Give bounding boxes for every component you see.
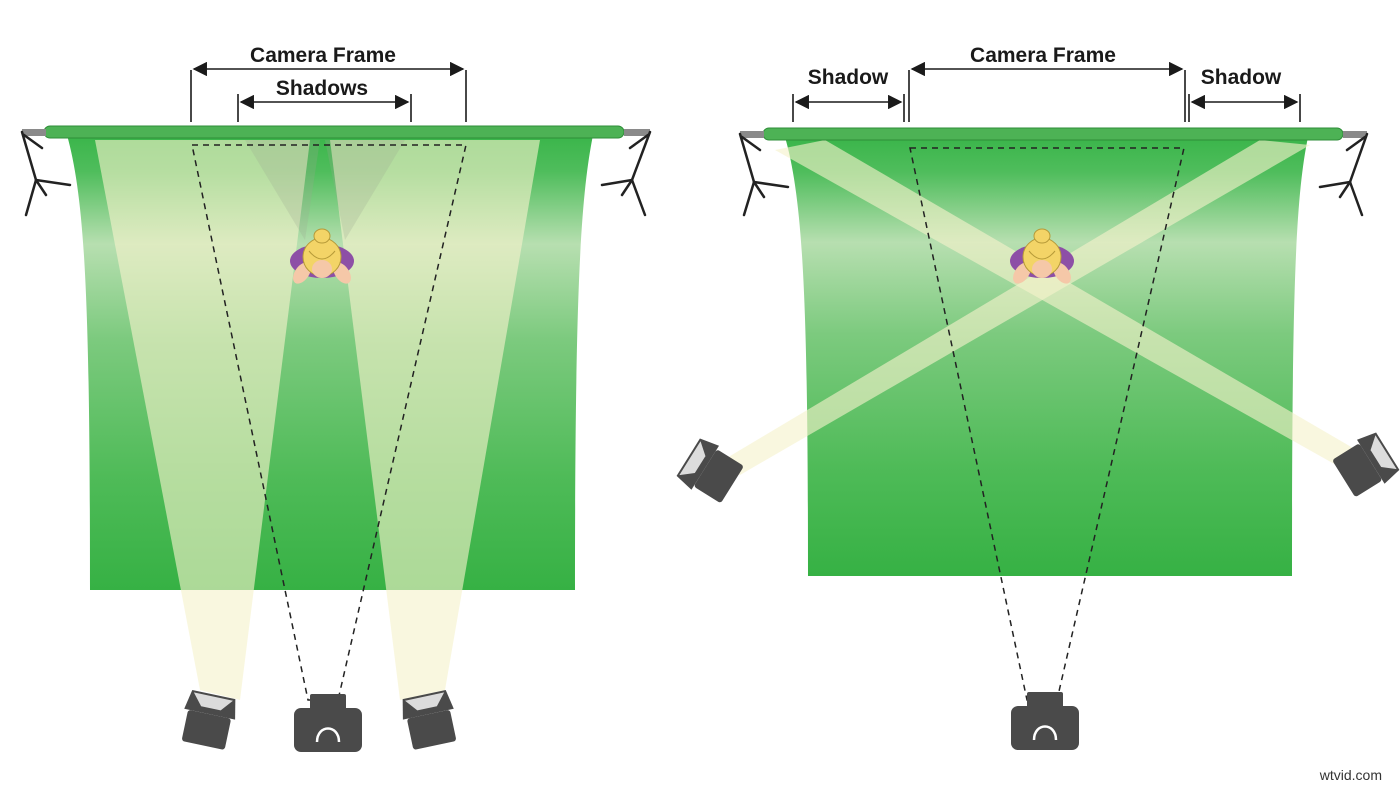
right-light-left <box>676 438 743 503</box>
right-shadow-right-dimension <box>1188 94 1301 122</box>
left-roller-bar <box>43 125 625 139</box>
right-backdrop-stand-right <box>1318 132 1369 217</box>
left-backdrop-stand-right <box>600 130 652 217</box>
right-light-beam-from-left <box>715 140 1310 475</box>
right-camera-frame-dimension <box>908 61 1186 122</box>
right-shadow-left-label: Shadow <box>808 66 889 89</box>
left-shadows-dimension <box>237 94 412 122</box>
right-subject <box>1010 228 1074 284</box>
left-shadow-wedge-1 <box>245 140 320 240</box>
left-shadows-label: Shadows <box>276 77 368 100</box>
left-camera-frame-label: Camera Frame <box>250 44 396 67</box>
left-light-left <box>182 690 236 750</box>
right-camera-frame-label: Camera Frame <box>970 44 1116 67</box>
left-light-beam-2 <box>330 140 540 700</box>
left-camera <box>294 694 362 752</box>
left-shadow-wedge-2 <box>325 140 405 240</box>
left-diagram: Camera Frame Shadows <box>20 44 652 752</box>
right-light-right <box>1333 432 1400 497</box>
right-shadow-left-dimension <box>792 94 905 122</box>
left-light-right <box>402 690 456 750</box>
right-roller-bar <box>762 127 1344 141</box>
watermark: wtvid.com <box>1319 767 1382 783</box>
right-light-beam-from-right <box>775 140 1365 470</box>
left-subject <box>290 228 354 284</box>
right-shadow-right-label: Shadow <box>1201 66 1282 89</box>
right-diagram: Camera Frame Shadow Shadow <box>676 44 1400 750</box>
right-camera <box>1011 692 1079 750</box>
left-backdrop-stand-left <box>20 130 72 217</box>
right-green-screen <box>785 137 1308 576</box>
left-light-beam-1 <box>95 140 310 700</box>
left-camera-frame-dimension <box>190 61 467 122</box>
right-backdrop-stand-left <box>738 132 790 217</box>
